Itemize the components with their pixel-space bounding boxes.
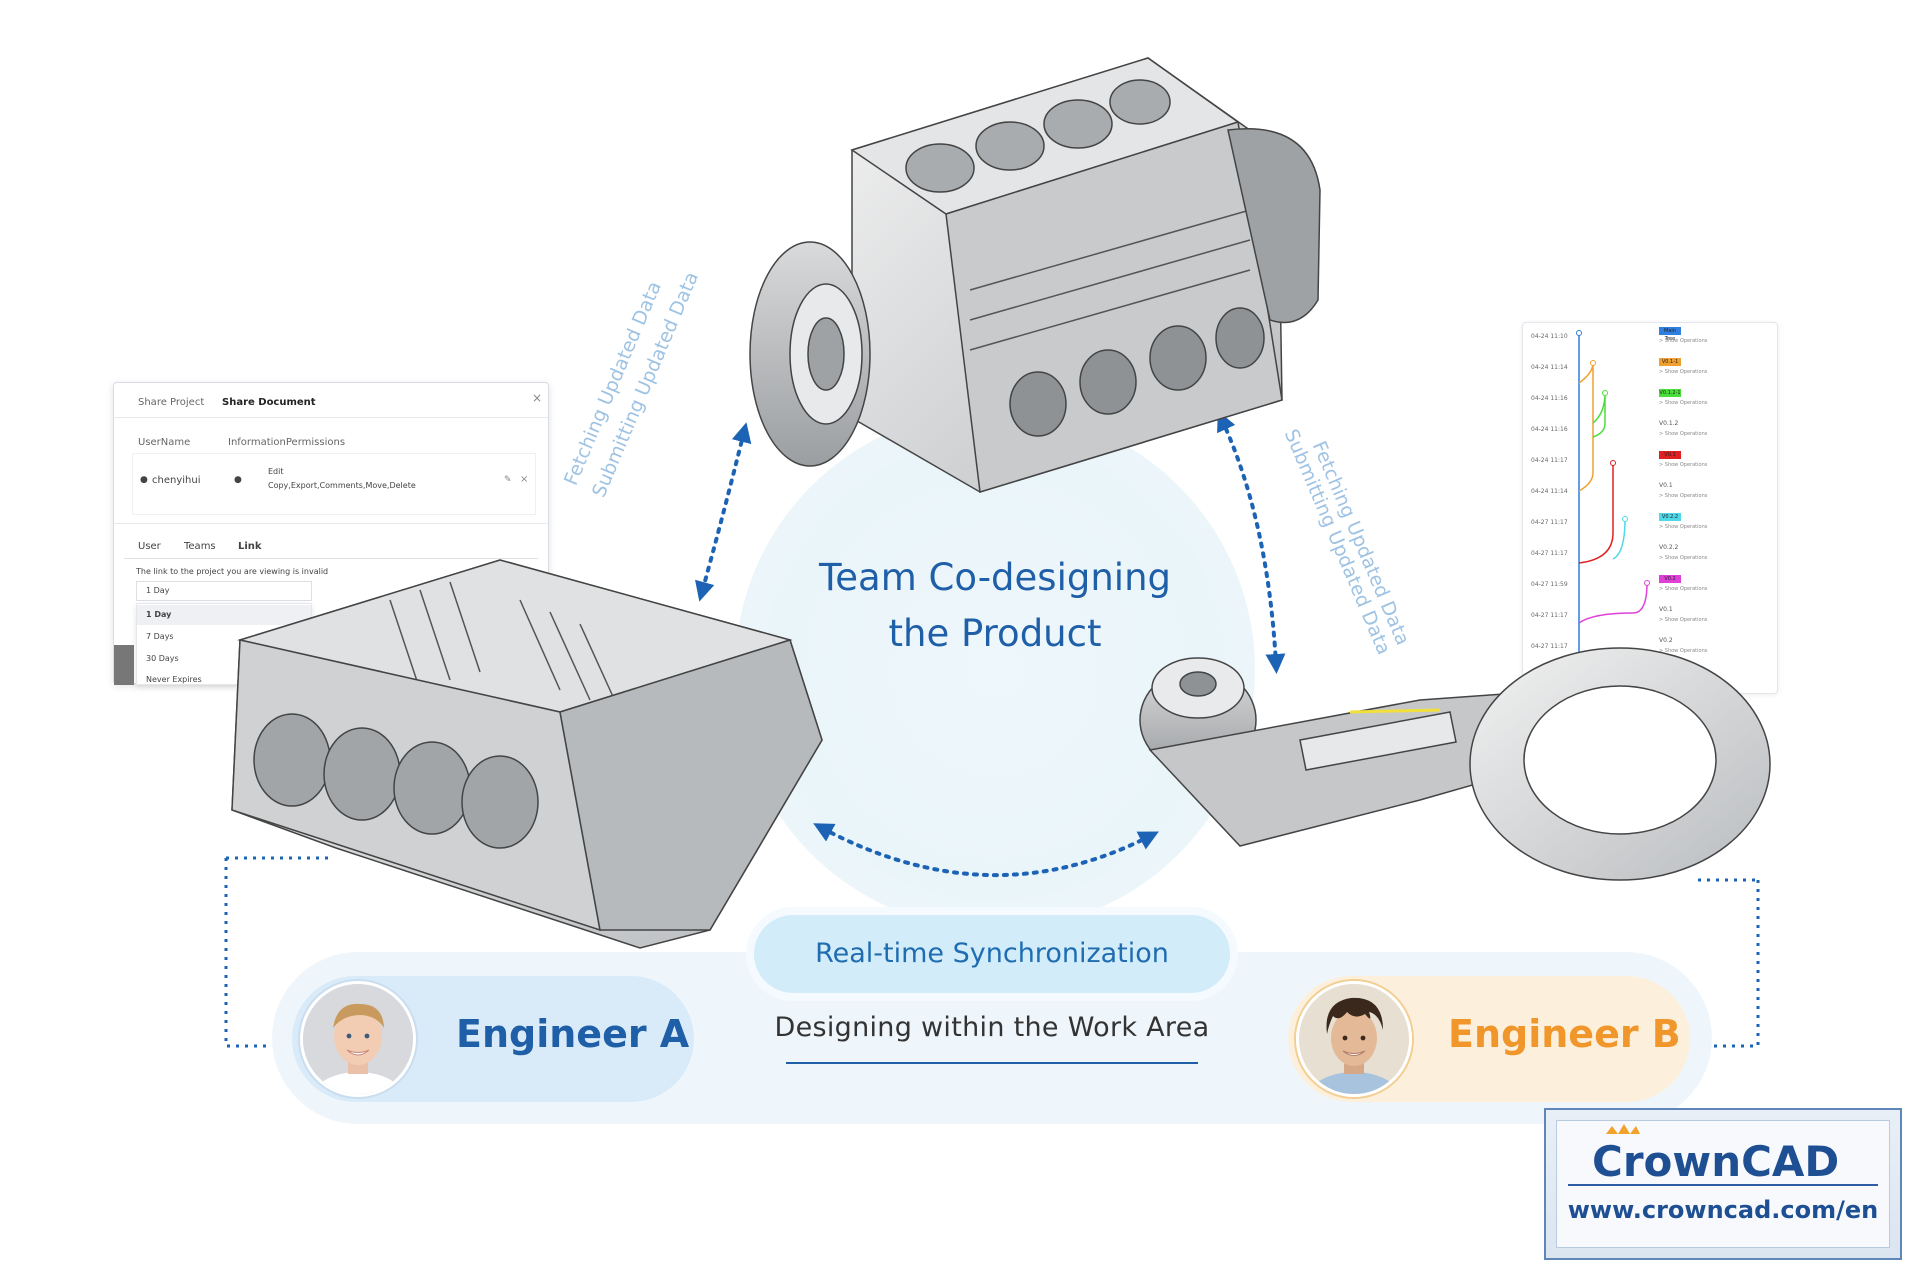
center-title-line1: Team Co-designing xyxy=(818,556,1172,599)
version-label[interactable]: V0.1.2 xyxy=(1659,420,1679,427)
work-area-underline xyxy=(786,1062,1198,1064)
tab-share-project[interactable]: Share Project xyxy=(138,397,205,408)
close-icon[interactable]: × xyxy=(532,391,543,405)
connecting-rod xyxy=(1139,647,1771,881)
history-date: 04-24 11:16 xyxy=(1531,426,1568,433)
left-sync-arrow xyxy=(695,422,752,602)
expiry-option[interactable]: 1 Day xyxy=(146,610,172,619)
edit-icon[interactable]: ✎ xyxy=(504,475,512,485)
version-tag[interactable]: V0.1-1 xyxy=(1659,358,1681,366)
show-operations-link[interactable]: > Show Operations xyxy=(1659,493,1708,499)
version-label[interactable]: V0.1 xyxy=(1659,606,1673,613)
left-outer-line xyxy=(224,858,272,1048)
history-date: 04-24 11:14 xyxy=(1531,364,1568,371)
show-operations-link[interactable]: > Show Operations xyxy=(1659,617,1708,623)
version-tag[interactable]: V0.1 xyxy=(1659,451,1681,459)
link-message: The link to the project you are viewing … xyxy=(136,567,329,576)
history-date: 04-27 11:59 xyxy=(1531,581,1568,588)
logo-url: www.crowncad.com/en xyxy=(1567,1196,1879,1224)
engineer-b-avatar xyxy=(1296,981,1412,1097)
engine-block-left xyxy=(231,559,823,949)
version-tag[interactable]: V0.1.2-1 xyxy=(1659,389,1681,397)
version-tag[interactable]: Main Tree xyxy=(1659,327,1681,342)
bottom-sync-arrow xyxy=(813,823,1159,878)
tab-user[interactable]: User xyxy=(138,541,161,552)
version-tag[interactable]: V0.2.2 xyxy=(1659,513,1681,521)
show-operations-link[interactable]: > Show Operations xyxy=(1659,462,1708,468)
crowncad-logo-box: CrownCAD www.crowncad.com/en xyxy=(1544,1108,1902,1260)
work-area-label: Designing within the Work Area xyxy=(774,1012,1210,1043)
version-label[interactable]: V0.1 xyxy=(1659,482,1673,489)
engineer-a-name: Engineer A xyxy=(456,1012,690,1056)
show-operations-link[interactable]: > Show Operations xyxy=(1659,586,1708,592)
col-permissions: InformationPermissions xyxy=(228,437,346,448)
remove-icon[interactable]: × xyxy=(520,474,529,485)
engineer-a-avatar xyxy=(300,981,416,1097)
show-operations-link[interactable]: > Show Operations xyxy=(1659,648,1708,654)
history-date: 04-27 11:17 xyxy=(1531,550,1568,557)
history-date: 04-24 11:17 xyxy=(1531,457,1568,464)
history-date: 04-24 11:16 xyxy=(1531,395,1568,402)
show-operations-link[interactable]: > Show Operations xyxy=(1659,369,1708,375)
permission-title: Edit xyxy=(268,467,284,476)
permission-detail: Copy,Export,Comments,Move,Delete xyxy=(268,481,416,490)
history-date: 04-27 11:17 xyxy=(1531,643,1568,650)
user-name: chenyihui xyxy=(152,475,201,486)
history-date: 04-24 11:14 xyxy=(1531,488,1568,495)
version-label[interactable]: V0.2 xyxy=(1659,637,1673,644)
col-username: UserName xyxy=(138,437,191,448)
show-operations-link[interactable]: > Show Operations xyxy=(1659,524,1708,530)
show-operations-link[interactable]: > Show Operations xyxy=(1659,555,1708,561)
history-date: 04-27 11:17 xyxy=(1531,612,1568,619)
user-permission-icon: ● xyxy=(234,475,242,485)
expiry-option[interactable]: Never Expires xyxy=(146,675,202,684)
real-time-sync-label: Real-time Synchronization xyxy=(754,915,1230,993)
tab-teams[interactable]: Teams xyxy=(184,541,216,552)
history-date: 04-24 11:10 xyxy=(1531,333,1568,340)
engineer-b-name: Engineer B xyxy=(1448,1012,1681,1056)
right-outer-line xyxy=(1712,880,1760,1048)
engine-block-top xyxy=(749,57,1321,493)
center-title-line2: the Product xyxy=(888,612,1102,655)
show-operations-link[interactable]: > Show Operations xyxy=(1659,400,1708,406)
expiry-option[interactable]: 7 Days xyxy=(146,632,174,641)
logo-brand-text: CrownCAD xyxy=(1592,1137,1839,1184)
tab-link[interactable]: Link xyxy=(238,541,262,552)
history-date: 04-27 11:17 xyxy=(1531,519,1568,526)
version-tag[interactable]: V0.2 xyxy=(1659,575,1681,583)
expiry-option[interactable]: 30 Days xyxy=(146,654,179,663)
tab-share-document[interactable]: Share Document xyxy=(222,397,316,408)
version-tree-lines xyxy=(1576,330,1650,693)
show-operations-link[interactable]: > Show Operations xyxy=(1659,338,1708,344)
center-title: Team Co-designing the Product xyxy=(760,550,1230,662)
user-icon: ● xyxy=(140,475,148,485)
version-label[interactable]: V0.2.2 xyxy=(1659,544,1679,551)
expiry-select[interactable]: 1 Day xyxy=(146,586,170,595)
show-operations-link[interactable]: > Show Operations xyxy=(1659,431,1708,437)
crowncad-logo: CrownCAD xyxy=(1592,1124,1839,1184)
